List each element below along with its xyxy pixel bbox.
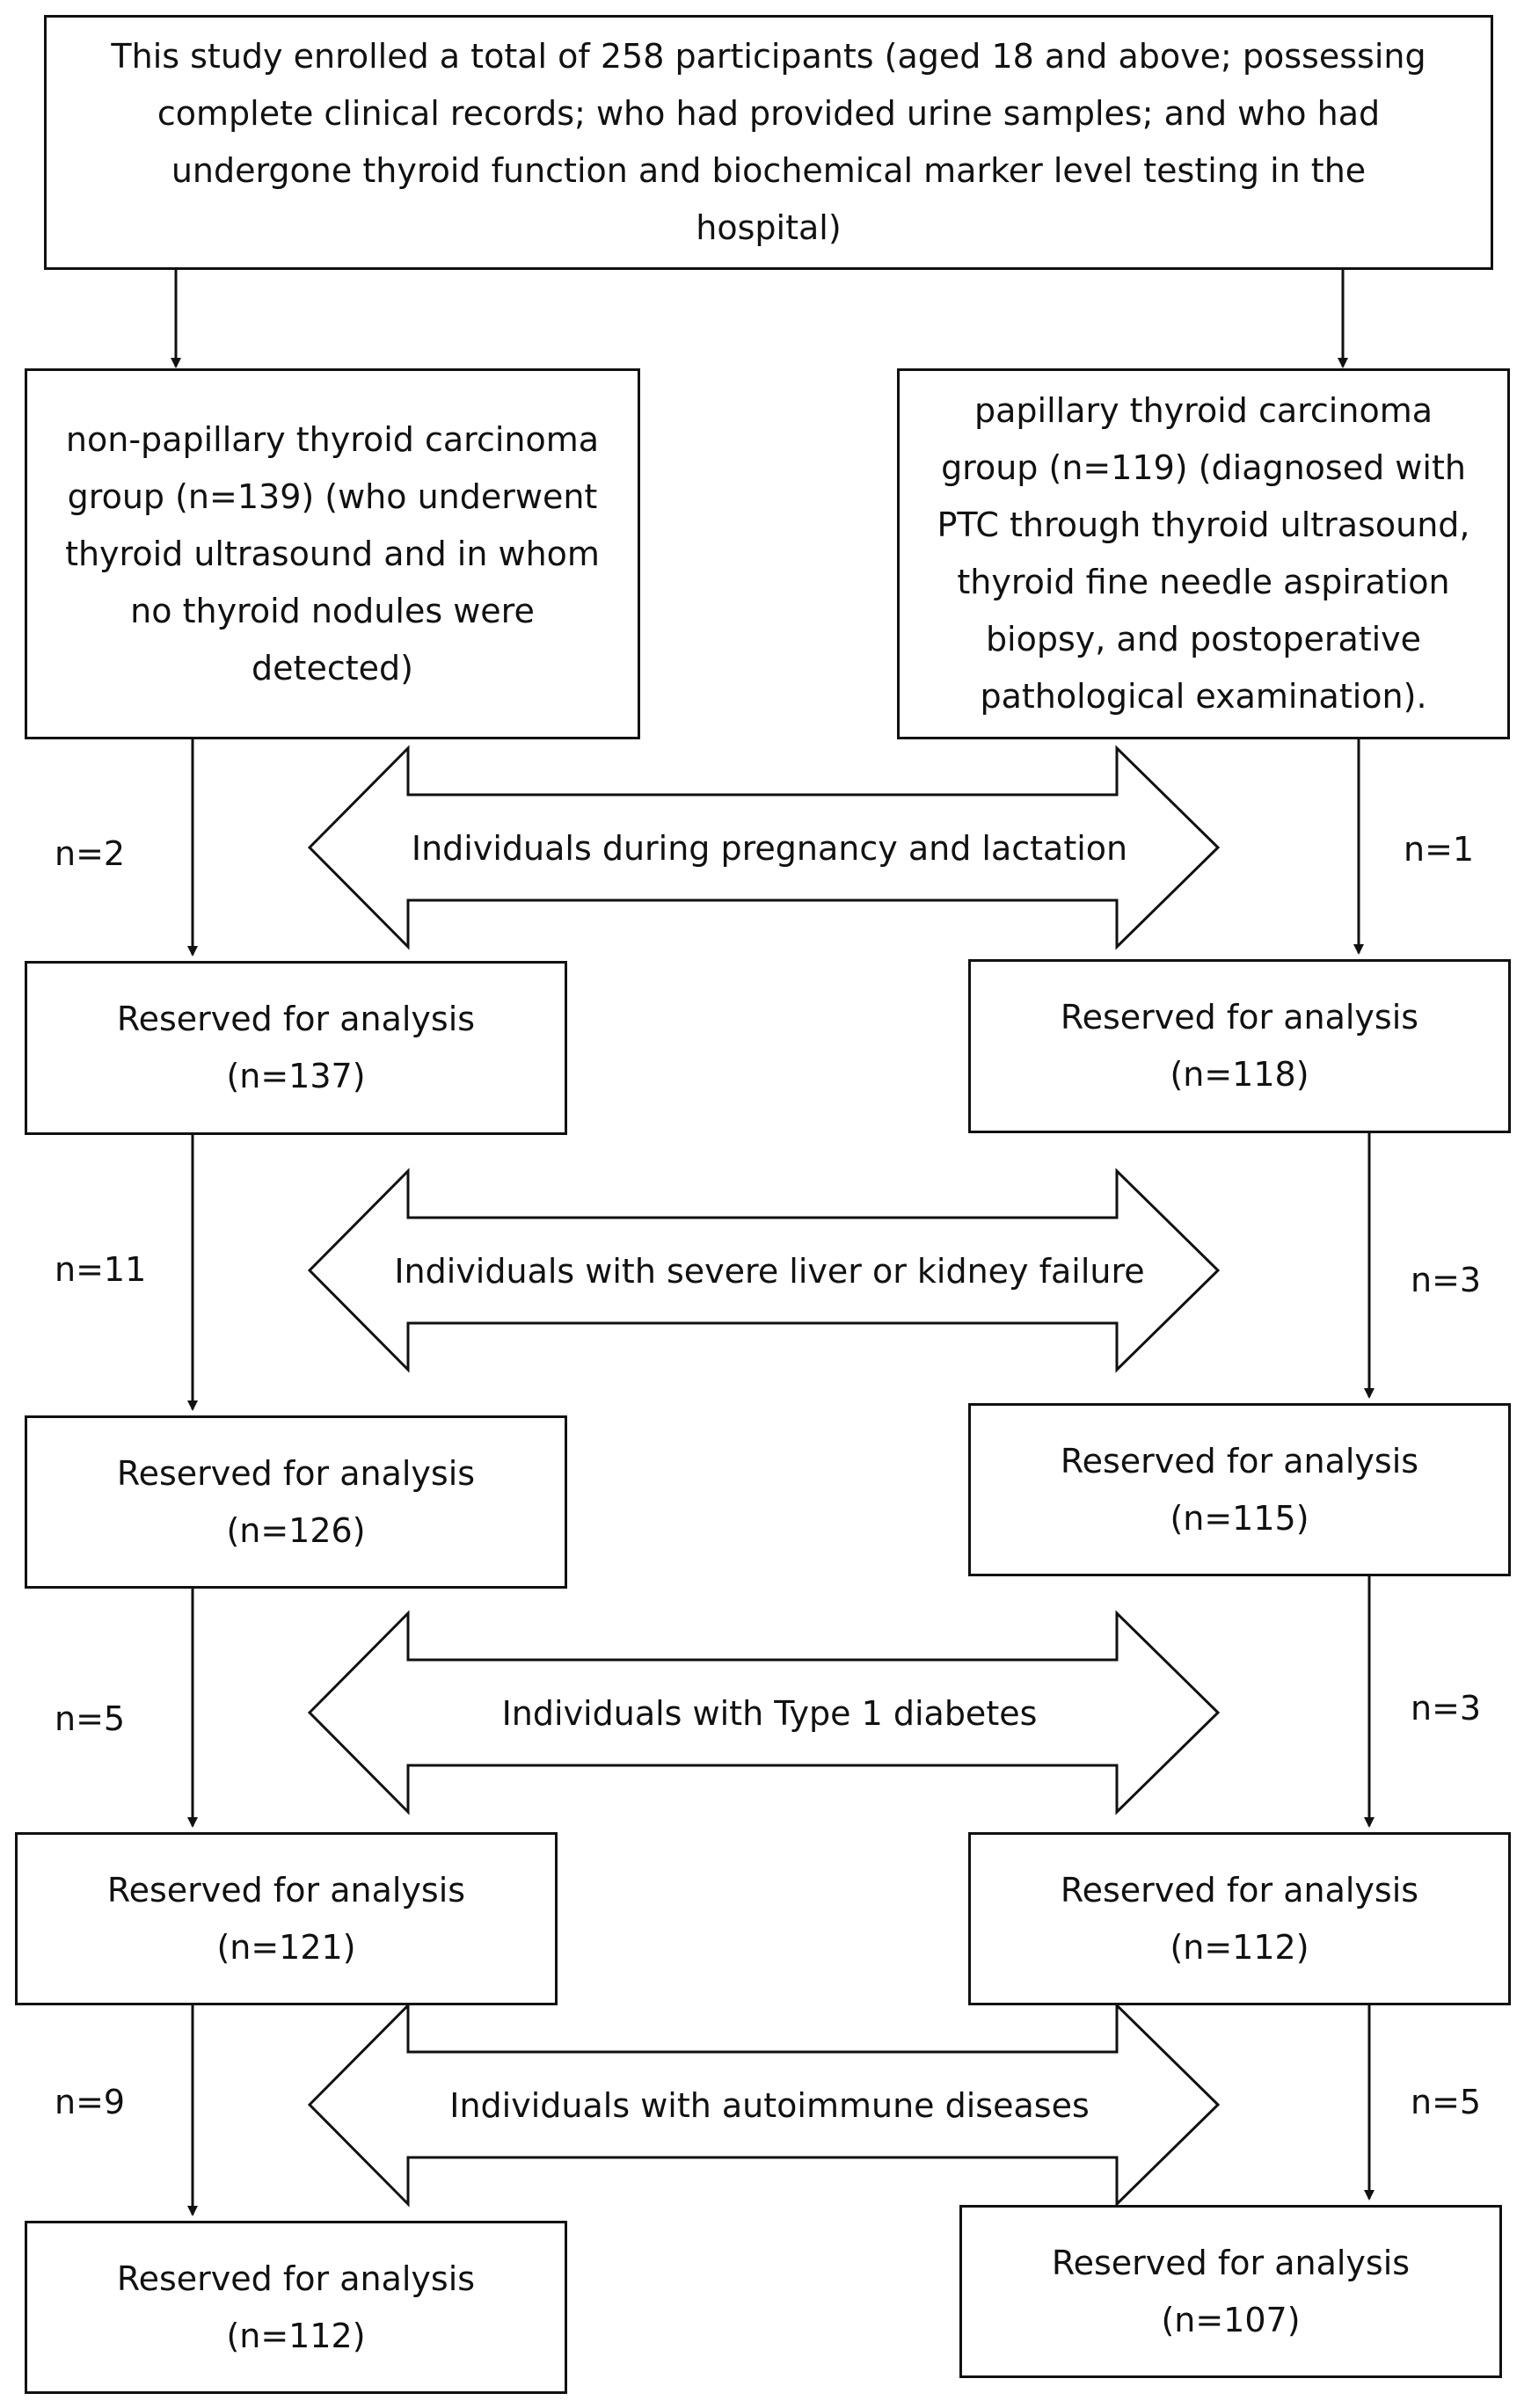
right-removed-count-2: n=3: [1411, 1261, 1482, 1299]
left-removed-count-3: n=5: [55, 1699, 126, 1738]
left-reserved-box-2: Reserved for analysis (n=126): [25, 1415, 567, 1589]
left-reserved-box-1: Reserved for analysis (n=137): [25, 961, 567, 1135]
right-reserved-box-4: Reserved for analysis (n=107): [959, 2205, 1502, 2378]
right-reserved-count-4: (n=107): [1161, 2300, 1301, 2339]
exclusion-arrow-3: [307, 1610, 1221, 1815]
left-reserved-title-4: Reserved for analysis: [116, 2259, 476, 2298]
left-reserved-box-4: Reserved for analysis (n=112): [25, 2221, 567, 2394]
non-ptc-group-text: non-papillary thyroid carcinoma group (n…: [65, 419, 600, 687]
exclusion-arrow-2: [307, 1168, 1221, 1373]
left-reserved-title-1: Reserved for analysis: [116, 1000, 476, 1038]
left-reserved-box-3: Reserved for analysis (n=121): [15, 1832, 558, 2005]
exclusion-label-4: Individuals with autoimmune diseases: [449, 2086, 1090, 2125]
right-removed-count-4: n=5: [1411, 2083, 1482, 2121]
left-reserved-count-2: (n=126): [226, 1510, 366, 1550]
exclusion-arrow-4: [307, 2002, 1221, 2208]
right-reserved-box-2: Reserved for analysis (n=115): [968, 1403, 1511, 1576]
left-removed-count-4: n=9: [55, 2083, 126, 2121]
right-removed-count-3: n=3: [1411, 1689, 1482, 1728]
right-reserved-count-1: (n=118): [1170, 1055, 1309, 1094]
right-reserved-title-4: Reserved for analysis: [1051, 2243, 1411, 2282]
exclusion-label-1: Individuals during pregnancy and lactati…: [411, 829, 1128, 868]
left-reserved-title-2: Reserved for analysis: [116, 1453, 476, 1493]
right-reserved-box-3: Reserved for analysis (n=112): [968, 1832, 1511, 2005]
right-removed-count-1: n=1: [1404, 830, 1475, 869]
right-reserved-title-1: Reserved for analysis: [1060, 998, 1419, 1037]
enrollment-box: This study enrolled a total of 258 parti…: [44, 15, 1493, 270]
left-removed-count-1: n=2: [55, 834, 126, 873]
left-reserved-count-1: (n=137): [226, 1057, 366, 1095]
left-reserved-title-3: Reserved for analysis: [106, 1870, 466, 1910]
exclusion-label-3: Individuals with Type 1 diabetes: [501, 1694, 1038, 1733]
ptc-group-box: papillary thyroid carcinoma group (n=119…: [897, 368, 1510, 739]
left-removed-count-2: n=11: [55, 1250, 147, 1289]
left-reserved-count-3: (n=121): [216, 1927, 356, 1967]
left-reserved-count-4: (n=112): [226, 2316, 366, 2355]
right-reserved-count-3: (n=112): [1170, 1927, 1309, 1967]
right-reserved-title-3: Reserved for analysis: [1060, 1870, 1419, 1910]
non-ptc-group-box: non-papillary thyroid carcinoma group (n…: [25, 368, 640, 739]
right-reserved-title-2: Reserved for analysis: [1060, 1441, 1419, 1480]
right-reserved-count-2: (n=115): [1170, 1498, 1309, 1538]
exclusion-arrow-1: [307, 745, 1221, 950]
right-reserved-box-1: Reserved for analysis (n=118): [968, 959, 1511, 1133]
ptc-group-text: papillary thyroid carcinoma group (n=119…: [937, 391, 1470, 716]
exclusion-label-2: Individuals with severe liver or kidney …: [394, 1252, 1145, 1291]
enrollment-text: This study enrolled a total of 258 parti…: [111, 37, 1426, 247]
